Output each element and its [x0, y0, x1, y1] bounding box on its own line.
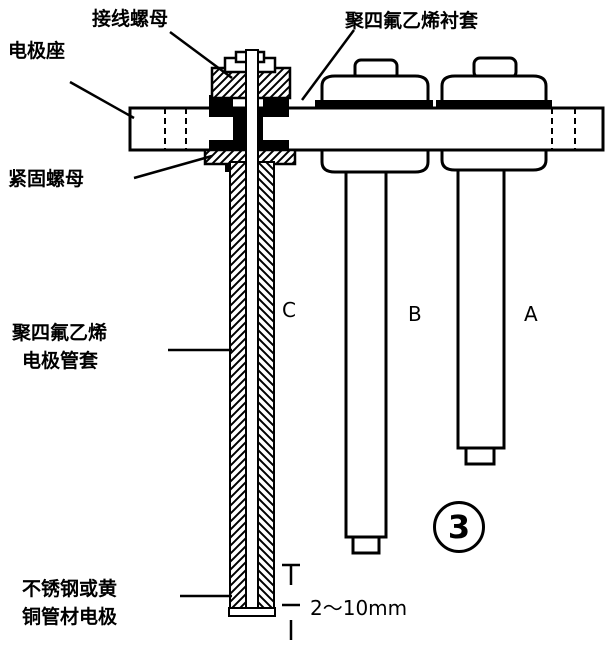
- electrode-seat-plate: [128, 106, 605, 152]
- label-electrode-line2: 铜管材电极: [22, 606, 118, 628]
- label-electrode-line1: 不锈钢或黄: [22, 578, 118, 600]
- electrode-c-section: [203, 49, 297, 617]
- electrode-b-label: B: [408, 302, 422, 326]
- dimension-label: 2～10mm: [310, 596, 408, 620]
- label-ptfe-tube-line2: 电极管套: [22, 350, 99, 372]
- label-ptfe-tube-line1: 聚四氟乙烯: [12, 322, 108, 344]
- label-electrode-seat: 电极座: [8, 40, 66, 62]
- electrode-a: [436, 56, 552, 466]
- label-fastening-nut: 紧固螺母: [8, 168, 85, 190]
- dimension-marker: [282, 563, 300, 640]
- label-connecting-nut: 接线螺母: [92, 8, 169, 30]
- figure-number-badge: 3: [433, 501, 485, 553]
- electrode-b: [315, 58, 433, 555]
- electrode-c-label: C: [282, 298, 296, 322]
- electrode-a-label: A: [524, 302, 538, 326]
- leader-lines: [69, 29, 356, 598]
- label-ptfe-sleeve: 聚四氟乙烯衬套: [345, 10, 479, 32]
